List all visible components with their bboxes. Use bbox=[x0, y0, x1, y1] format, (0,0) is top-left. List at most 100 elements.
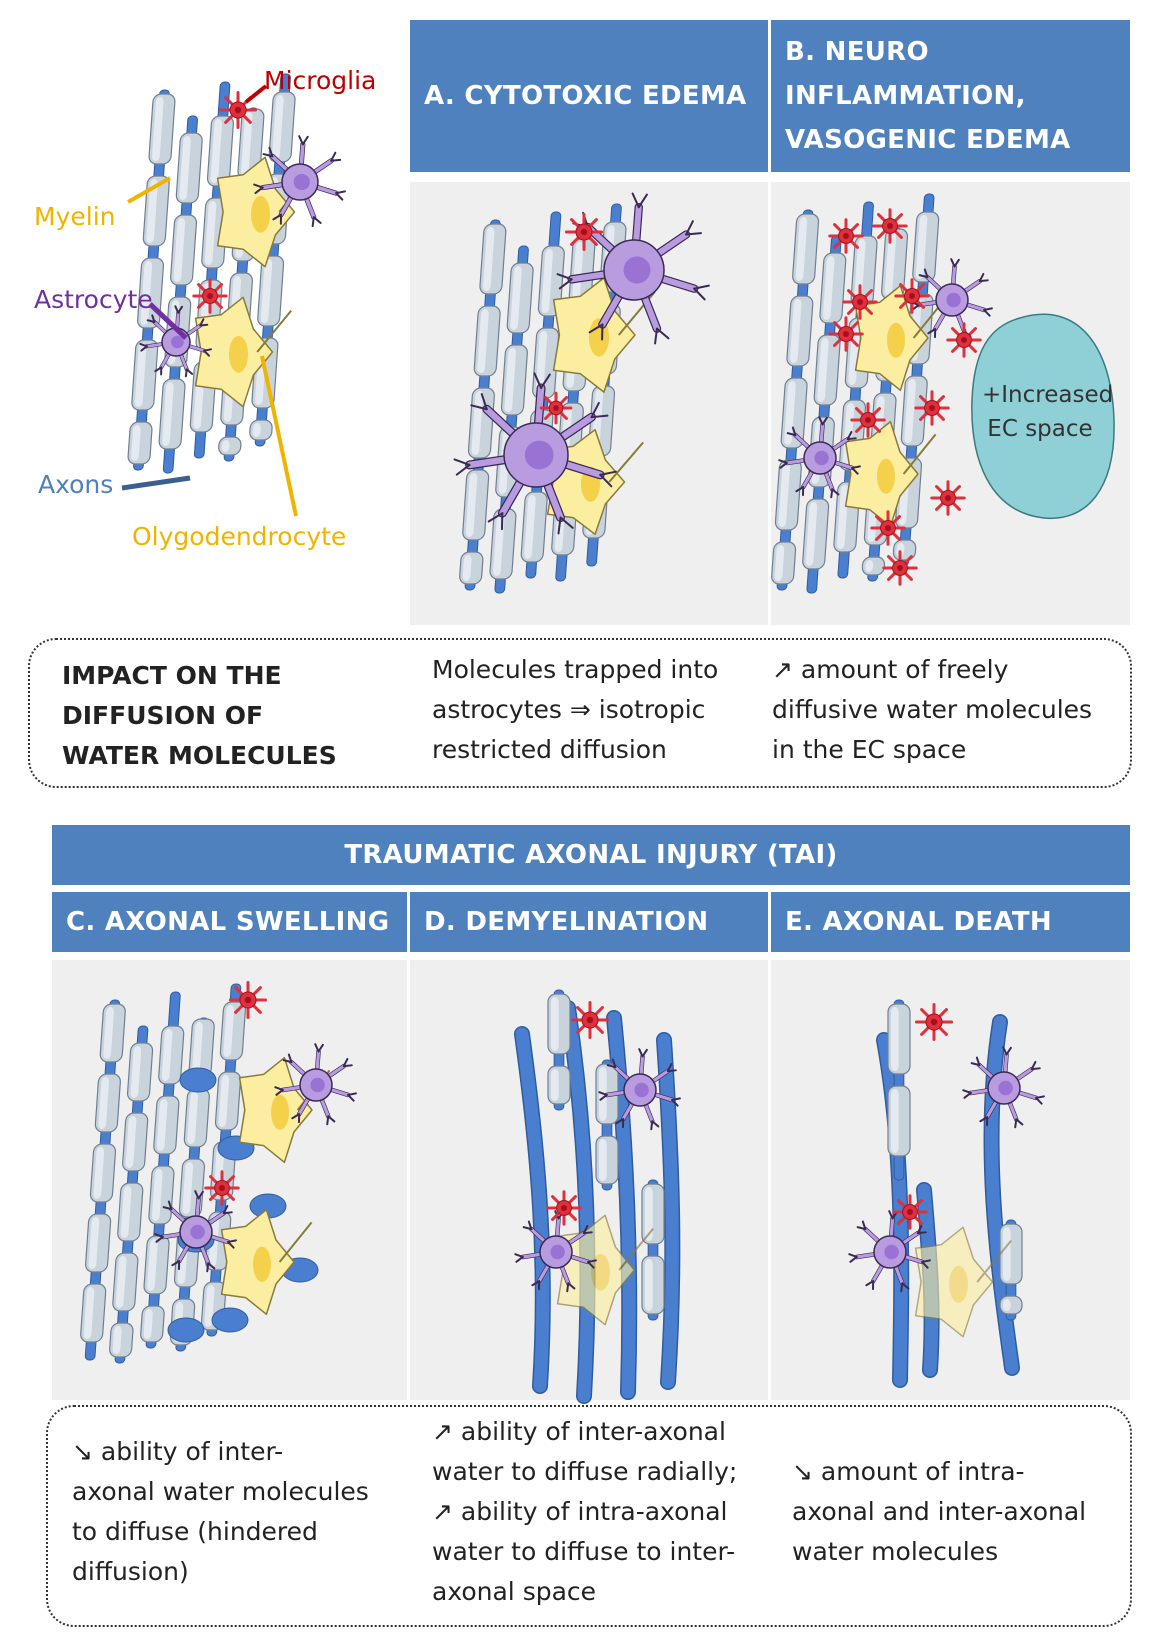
axon bbox=[887, 999, 911, 1181]
astrocyte-nucleus bbox=[998, 1080, 1013, 1096]
astrocyte-branch bbox=[923, 268, 929, 279]
astrocyte-branch bbox=[582, 1224, 589, 1235]
astrocyte-branch bbox=[199, 323, 209, 327]
astrocyte-branch bbox=[983, 308, 991, 317]
astrocyte bbox=[962, 1046, 1045, 1129]
demyelinated-axon bbox=[657, 1033, 679, 1389]
astrocyte-branch bbox=[693, 284, 710, 290]
header-c-text: C. AXONAL SWELLING bbox=[66, 907, 390, 937]
myelin-highlight bbox=[1003, 1227, 1011, 1281]
astrocyte-branch bbox=[282, 1059, 293, 1064]
text-d: ↗ ability of inter-axonal water to diffu… bbox=[432, 1412, 737, 1612]
myelin-highlight bbox=[156, 1099, 168, 1151]
microglia-nucleus bbox=[561, 1205, 567, 1211]
myelin-highlight bbox=[795, 217, 808, 281]
astrocyte-nucleus bbox=[814, 450, 829, 466]
astrocyte-branch bbox=[599, 1093, 608, 1101]
oligodendrocyte-nucleus bbox=[253, 1246, 271, 1282]
microglia bbox=[914, 1002, 954, 1042]
tai-title: TRAUMATIC AXONAL INJURY (TAI) bbox=[344, 840, 838, 870]
myelin-highlight bbox=[152, 97, 164, 161]
astrocyte-branch bbox=[778, 459, 788, 464]
astrocyte-branch bbox=[1035, 1096, 1043, 1105]
microglia bbox=[930, 480, 966, 516]
text-d-line3: ↗ ability of intra-axonal bbox=[432, 1497, 728, 1526]
astrocyte-branch bbox=[262, 153, 274, 158]
microglia bbox=[894, 278, 930, 314]
oligodendrocyte-process bbox=[256, 309, 292, 353]
astrocyte-branch bbox=[275, 1088, 284, 1096]
microglia-nucleus bbox=[907, 1209, 913, 1215]
myelin-pointer bbox=[127, 176, 171, 204]
astrocyte bbox=[848, 1210, 931, 1293]
astrocyte-branch bbox=[846, 430, 853, 441]
demyelinated-axon bbox=[561, 1001, 594, 1403]
astrocyte-branch bbox=[856, 1226, 867, 1231]
axon bbox=[109, 1025, 154, 1364]
astrocyte-branch bbox=[851, 466, 859, 475]
axon bbox=[158, 115, 203, 474]
astrocyte bbox=[453, 372, 617, 535]
astrocyte-branch bbox=[921, 1259, 931, 1263]
myelin-highlight bbox=[645, 1259, 653, 1311]
astrocyte-nucleus bbox=[310, 1077, 325, 1093]
astrocyte-branch bbox=[655, 327, 670, 340]
astrocyte-branch bbox=[599, 473, 613, 488]
astrocyte-branch bbox=[590, 414, 609, 419]
astrocyte-branch bbox=[566, 1282, 570, 1293]
astrocyte-branch bbox=[950, 258, 956, 268]
axonal-swelling-bead bbox=[179, 1067, 217, 1093]
myelin-highlight bbox=[146, 179, 158, 243]
astrocyte-branch bbox=[849, 1255, 858, 1263]
oligodendrocyte bbox=[844, 420, 937, 528]
astrocyte bbox=[556, 192, 710, 345]
text-c-line3: to diffuse (hindered bbox=[72, 1517, 318, 1546]
myelin-highlight bbox=[130, 1046, 142, 1098]
text-c-line2: axonal water molecules bbox=[72, 1477, 369, 1506]
astrocyte-branch bbox=[162, 1206, 173, 1211]
microglia-nucleus bbox=[857, 299, 863, 305]
microglia bbox=[882, 550, 918, 586]
astrocyte-branch bbox=[963, 1091, 972, 1099]
impact-b-line1: ↗ amount of freely bbox=[772, 655, 1009, 684]
impact-a-text: Molecules trapped into astrocytes ⇒ isot… bbox=[432, 650, 718, 770]
myelin-highlight bbox=[789, 299, 802, 363]
microglia bbox=[828, 316, 864, 352]
myelin-segment bbox=[109, 1322, 134, 1358]
ec-space-blob bbox=[971, 313, 1115, 520]
header-tai: TRAUMATIC AXONAL INJURY (TAI) bbox=[52, 825, 1130, 885]
myelin-highlight bbox=[125, 1116, 137, 1168]
myelin-highlight bbox=[774, 545, 785, 581]
oligodendrocyte-nucleus bbox=[877, 458, 895, 494]
myelin-highlight bbox=[162, 382, 174, 446]
astrocyte-branch bbox=[291, 1113, 301, 1120]
microglia bbox=[539, 391, 573, 425]
astrocyte-branch bbox=[779, 461, 788, 469]
astrocyte-branch bbox=[606, 1064, 617, 1069]
axon bbox=[547, 989, 571, 1111]
axons-label: Axons bbox=[38, 470, 114, 499]
astrocyte-branch bbox=[207, 1262, 216, 1270]
microglia-nucleus bbox=[909, 293, 915, 299]
microglia bbox=[842, 284, 878, 320]
astrocyte-branch bbox=[487, 512, 504, 523]
myelin-highlight bbox=[645, 1187, 653, 1241]
microglia-nucleus bbox=[234, 106, 242, 114]
astrocyte-branch bbox=[970, 1062, 981, 1067]
axon bbox=[459, 219, 507, 591]
microglia-pointer bbox=[244, 84, 268, 104]
astrocyte-branch bbox=[831, 488, 840, 496]
oligodendrocyte bbox=[552, 277, 656, 393]
astrocyte-branch bbox=[326, 1115, 330, 1126]
microglia bbox=[204, 1170, 240, 1206]
microglia-nucleus bbox=[897, 565, 903, 571]
astrocyte-branch bbox=[1030, 1060, 1037, 1071]
impact-a-line1: Molecules trapped into bbox=[432, 655, 719, 684]
myelin-highlight bbox=[98, 1077, 110, 1129]
astrocyte-branch bbox=[978, 279, 989, 283]
astrocyte-branch bbox=[590, 401, 600, 419]
astrocyte-branch bbox=[693, 287, 706, 301]
astrocyte-branch bbox=[203, 349, 210, 357]
astrocyte-branch bbox=[558, 278, 573, 290]
astrocyte-branch bbox=[650, 1120, 654, 1131]
